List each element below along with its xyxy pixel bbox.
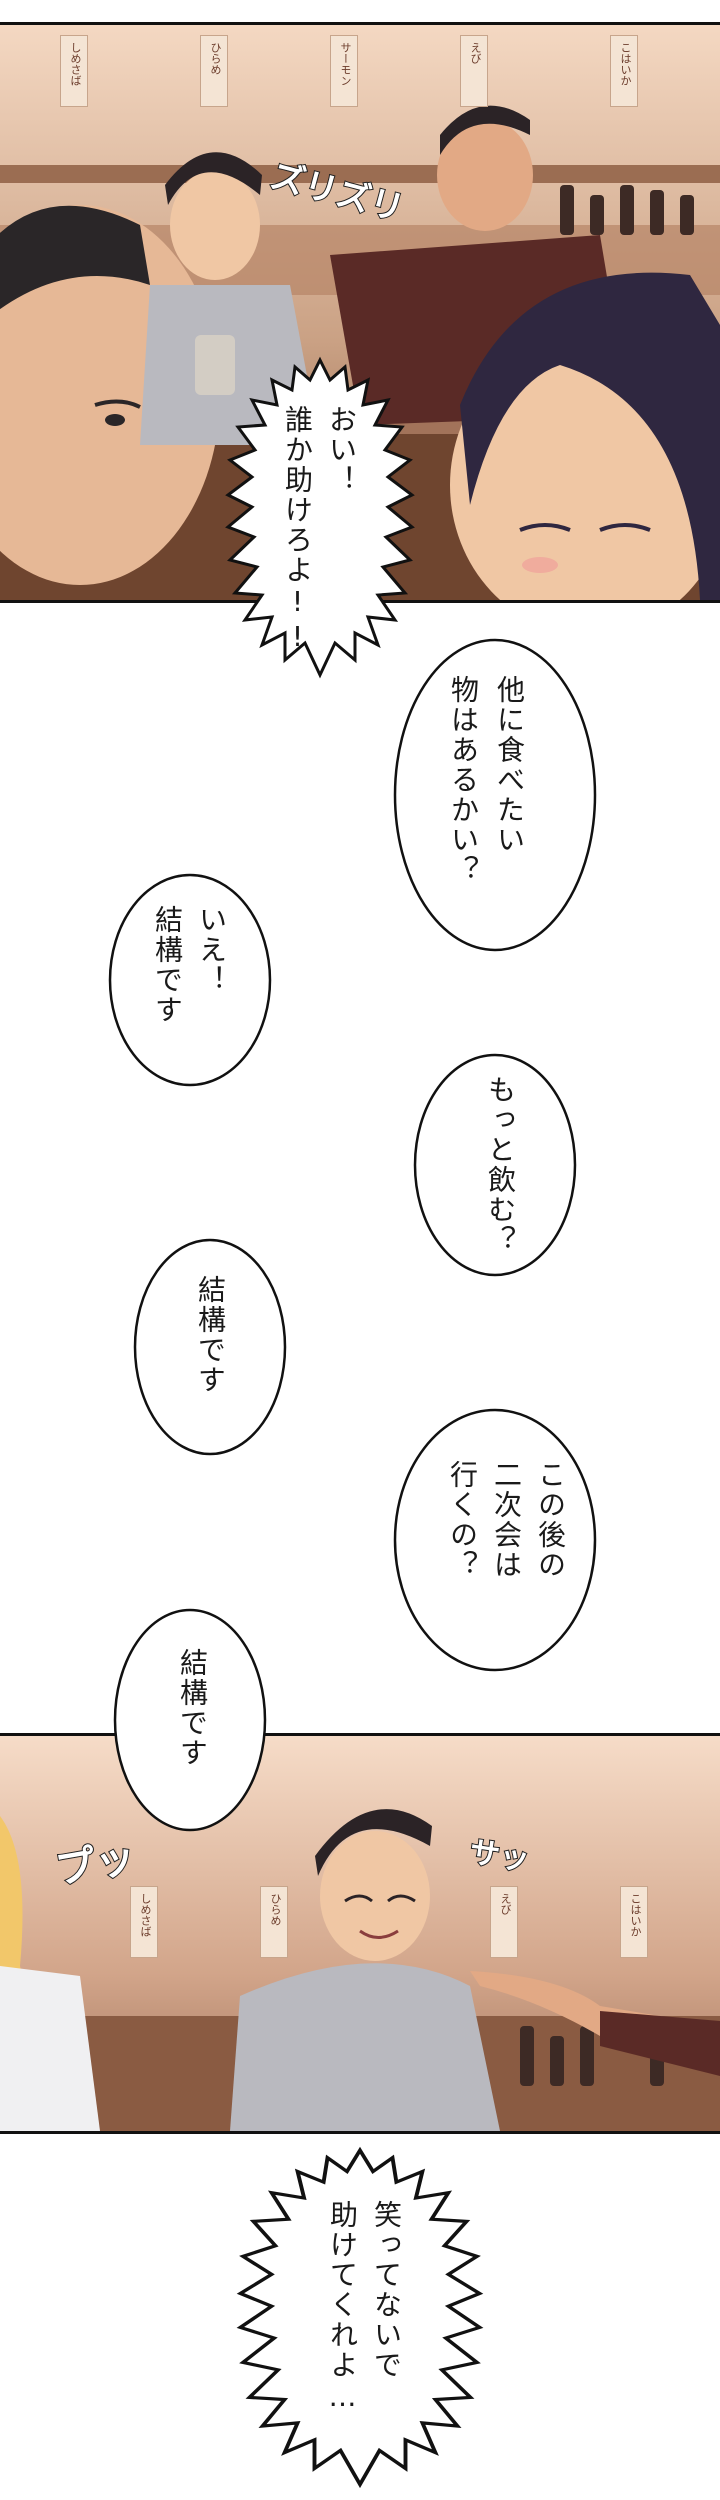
menu-sign-text: えび — [499, 1893, 512, 1915]
speech-bubble-a3-text: 結構です — [176, 1648, 209, 1768]
shout-bubble-text: おい！ 誰か助けろよ!! — [281, 405, 358, 655]
speech-bubble-a2 — [133, 1238, 287, 1456]
speech-bubble-q1 — [393, 638, 597, 952]
speech-bubble-a1 — [108, 873, 272, 1087]
menu-sign-text: しめさば — [139, 1893, 152, 1937]
speech-bubble-q2 — [413, 1053, 577, 1277]
speech-bubble-q3-text: この後の 二次会は 行くの？ — [446, 1460, 567, 1580]
menu-sign-text: こはいか — [619, 42, 632, 86]
izakaya-smiling-scene-illustration — [0, 1736, 720, 2131]
speech-bubble-a1-text: いえ！ 結構です — [151, 905, 228, 1025]
menu-sign: しめさば — [60, 35, 88, 107]
menu-sign-text: こはいか — [629, 1893, 642, 1937]
menu-sign: こはいか — [620, 1886, 648, 1958]
speech-bubble-a3 — [113, 1608, 267, 1832]
menu-sign: ひらめ — [260, 1886, 288, 1958]
menu-sign: ひらめ — [200, 35, 228, 107]
panel-izakaya-bottom: しめさば ひらめ えび こはいか プッ サッ — [0, 1733, 720, 2134]
menu-sign-text: サーモン — [339, 42, 352, 86]
izakaya-scene-illustration — [0, 25, 720, 600]
menu-sign: しめさば — [130, 1886, 158, 1958]
speech-bubble-q1-text: 他に食べたい 物はあるかい？ — [447, 675, 526, 885]
menu-sign-text: しめさば — [69, 42, 82, 86]
menu-sign-text: ひらめ — [209, 42, 222, 75]
menu-sign: えび — [460, 35, 488, 107]
shout-bubble-final — [236, 2146, 484, 2489]
speech-bubble-a2-text: 結構です — [194, 1275, 227, 1395]
panel-izakaya-top: しめさば ひらめ サーモン えび こはいか ズリズリ — [0, 22, 720, 603]
menu-sign: えび — [490, 1886, 518, 1958]
speech-bubble-q3 — [393, 1408, 597, 1672]
menu-sign: こはいか — [610, 35, 638, 107]
menu-sign-text: ひらめ — [269, 1893, 282, 1926]
shout-bubble — [225, 356, 415, 679]
menu-sign: サーモン — [330, 35, 358, 107]
shout-bubble-final-text: 笑ってないで 助けてくれよ… — [326, 2200, 403, 2415]
sfx-sa: サッ — [466, 1834, 532, 1879]
speech-bubble-q2-text: もっと飲む？ — [484, 1075, 517, 1255]
menu-sign-text: えび — [469, 42, 482, 64]
